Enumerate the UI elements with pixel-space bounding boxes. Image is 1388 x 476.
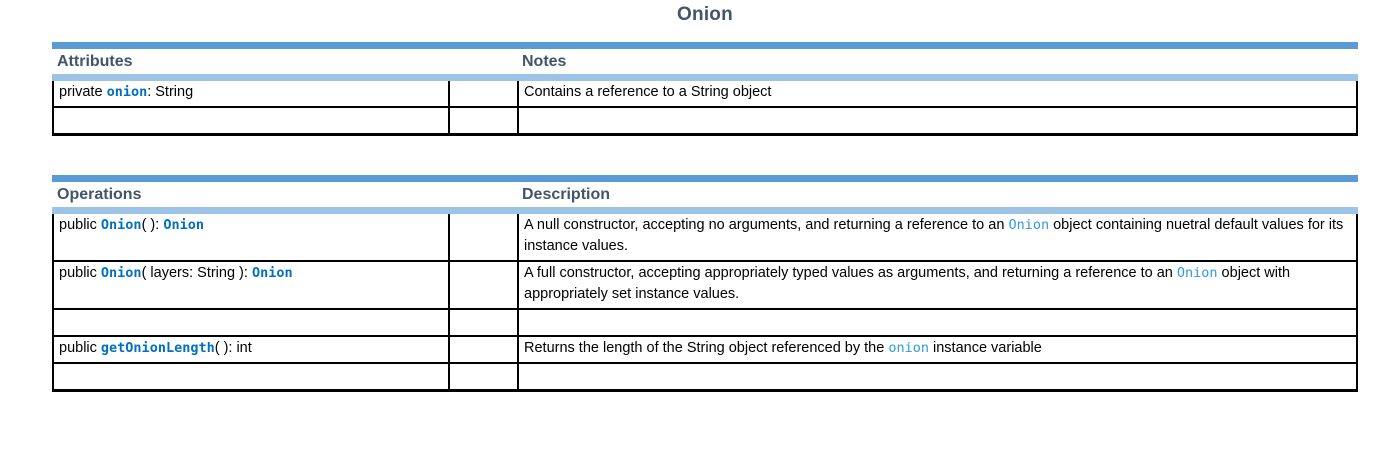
signature-cell [54, 364, 450, 389]
signature-identifier: Onion [100, 217, 142, 233]
description-text: object with appropriately set instance v… [524, 265, 1291, 302]
page-title: Onion [677, 4, 733, 25]
table-row[interactable] [54, 108, 1356, 133]
notes-header-label: Notes [522, 52, 567, 70]
signature-return-type: Onion [251, 265, 293, 281]
signature-identifier: getOnionLength [100, 340, 215, 356]
signature-cell [54, 108, 450, 133]
description-text: A null constructor, accepting no argumen… [524, 217, 1009, 233]
signature-modifier: public [59, 217, 101, 233]
operations-header-bottom-rule [52, 207, 1358, 214]
description-cell: Contains a reference to a String object [519, 81, 1356, 106]
operations-header-row: Operations Description [52, 182, 1358, 207]
spacer-cell [450, 108, 519, 133]
signature-cell: private onion: String [54, 81, 450, 106]
signature-identifier: Onion [100, 265, 142, 281]
signature-cell [54, 310, 450, 335]
description-text: Returns the length of the String object … [524, 340, 889, 356]
signature-modifier: private [59, 84, 107, 100]
operations-table-block: Operations Description public Onion( ): … [52, 175, 1358, 392]
signature-return-type: Onion [163, 217, 204, 233]
signature-cell: public Onion( layers: String ): Onion [54, 262, 450, 308]
signature-params: ( ): [141, 217, 164, 233]
spacer-cell [450, 310, 519, 335]
signature-params: ( ): int [214, 340, 252, 356]
description-cell: A full constructor, accepting appropriat… [519, 262, 1356, 308]
description-cell: A null constructor, accepting no argumen… [519, 214, 1356, 260]
signature-modifier: public [59, 340, 101, 356]
description-cell [519, 310, 1356, 335]
signature-params: ( layers: String ): [141, 265, 252, 281]
description-text: Contains a reference to a String object [524, 84, 772, 100]
description-text: instance variable [928, 340, 1042, 356]
signature-cell: public getOnionLength( ): int [54, 337, 450, 362]
description-text: A full constructor, accepting appropriat… [524, 265, 1177, 281]
attributes-header-label: Attributes [57, 52, 133, 70]
operations-header-top-rule [52, 175, 1358, 182]
spacer-cell [450, 214, 519, 260]
description-code-term: Onion [1176, 265, 1218, 281]
description-header-label: Description [522, 185, 611, 203]
attributes-header-row: Attributes Notes [52, 49, 1358, 74]
description-code-term: Onion [1008, 217, 1050, 233]
description-cell [519, 108, 1356, 133]
attributes-grid: private onion: String Contains a referenc… [52, 81, 1358, 136]
signature-cell: public Onion( ): Onion [54, 214, 450, 260]
attributes-table-block: Attributes Notes private onion: String Co… [52, 42, 1358, 136]
spacer-cell [450, 262, 519, 308]
table-row[interactable] [54, 310, 1356, 337]
table-row[interactable]: private onion: String Contains a referenc… [54, 81, 1356, 108]
spacer-cell [450, 81, 519, 106]
description-text: object containing nuetral default values… [524, 217, 1344, 254]
description-cell [519, 364, 1356, 389]
table-row[interactable] [54, 364, 1356, 389]
attributes-header-bottom-rule [52, 74, 1358, 81]
description-cell: Returns the length of the String object … [519, 337, 1356, 362]
signature-modifier: public [59, 265, 101, 281]
signature-params: : String [147, 84, 194, 100]
table-row[interactable]: public getOnionLength( ): int Returns the… [54, 337, 1356, 364]
description-code-term: onion [888, 340, 929, 356]
signature-identifier: onion [106, 84, 148, 100]
spacer-cell [450, 337, 519, 362]
spacer-cell [450, 364, 519, 389]
operations-header-label: Operations [57, 185, 142, 203]
attributes-header-top-rule [52, 42, 1358, 49]
